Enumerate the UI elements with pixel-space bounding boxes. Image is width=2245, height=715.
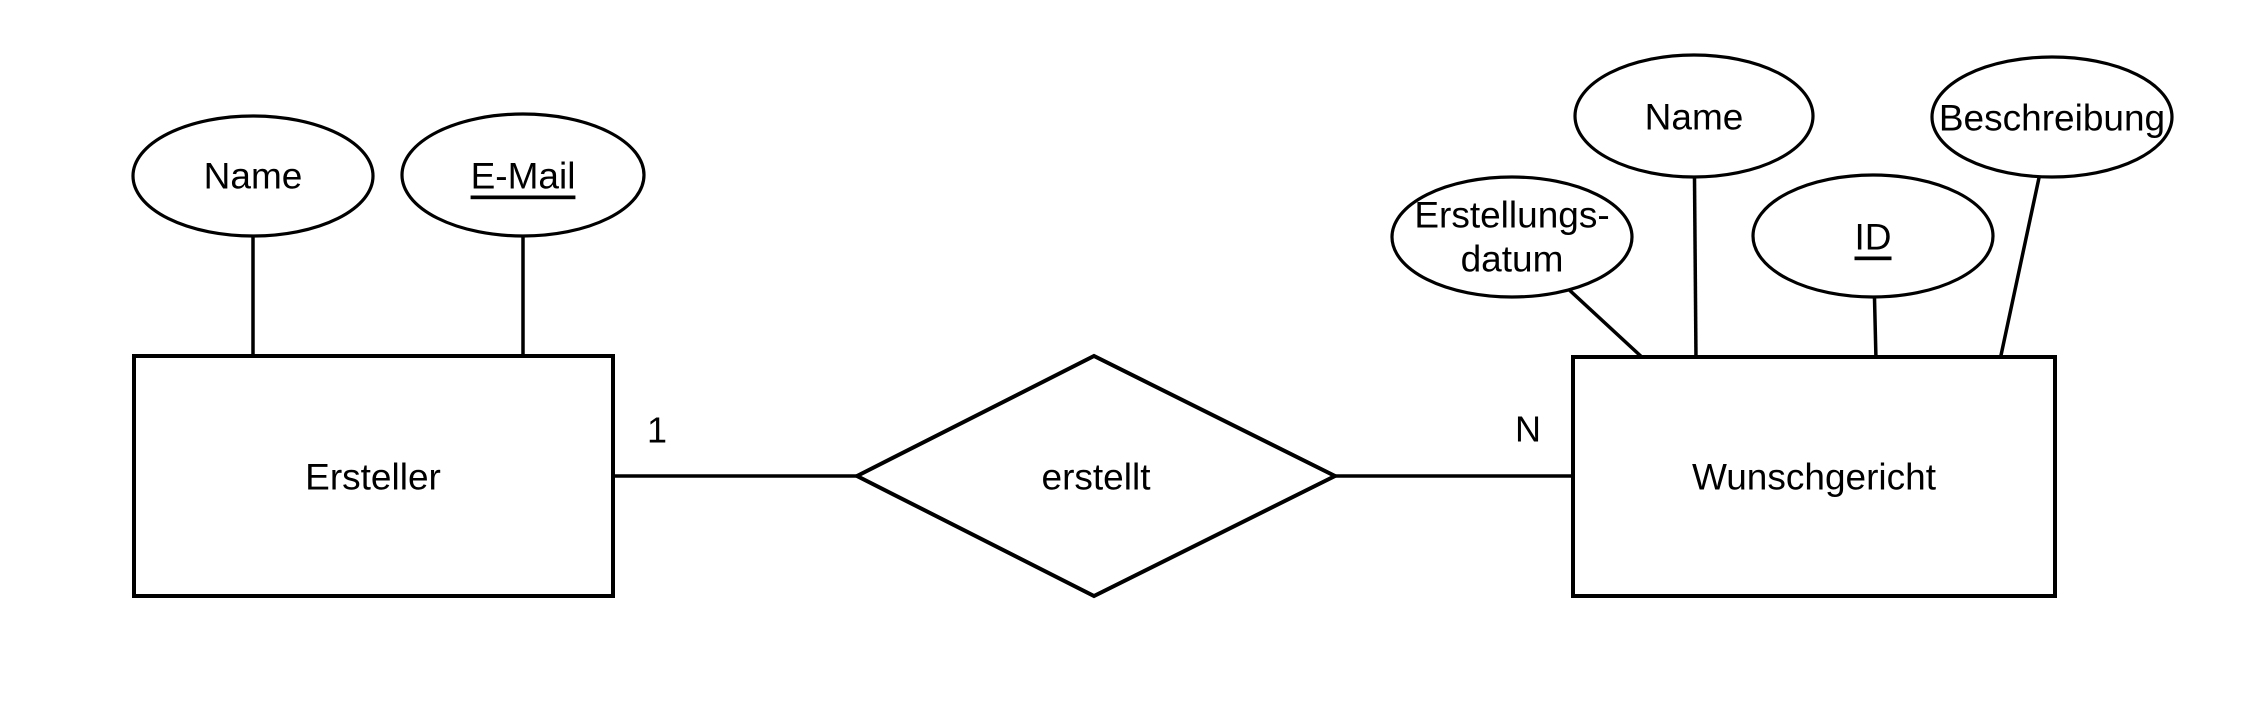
attribute-ersteller-email-ellipse bbox=[400, 112, 646, 238]
attribute-wunschgericht-erstellungsdatum-label-line2: datum bbox=[1461, 239, 1564, 280]
entity-wunschgericht-box bbox=[1571, 355, 2057, 598]
attribute-wunschgericht-erstellungsdatum-label-line1: Erstellungs- bbox=[1414, 195, 1609, 236]
attribute-wunschgericht-id-label: ID bbox=[1855, 217, 1892, 258]
attribute-ersteller-email-label: E-Mail bbox=[471, 156, 576, 197]
attribute-wunschgericht-name-label: Name bbox=[1645, 97, 1744, 138]
attribute-ersteller-name-ellipse bbox=[131, 114, 375, 238]
attribute-wunschgericht-beschreibung-label: Beschreibung bbox=[1939, 98, 2165, 139]
attribute-wunschgericht-beschreibung-ellipse bbox=[1930, 55, 2174, 179]
attribute-wunschgericht-id-ellipse bbox=[1751, 173, 1995, 299]
cardinality-left-label: 1 bbox=[647, 410, 667, 451]
entity-ersteller-box bbox=[132, 354, 615, 598]
entity-wunschgericht-label: Wunschgericht bbox=[1692, 457, 1937, 498]
relationship-erstellt-diamond bbox=[852, 353, 1340, 599]
cardinality-right-label: N bbox=[1515, 409, 1541, 450]
attribute-wunschgericht-erstellungsdatum-ellipse bbox=[1390, 175, 1634, 299]
relationship-erstellt-label: erstellt bbox=[1042, 457, 1152, 498]
attribute-ersteller-name-label: Name bbox=[204, 156, 303, 197]
entity-ersteller-label: Ersteller bbox=[305, 457, 441, 498]
attribute-wunschgericht-name-ellipse bbox=[1573, 53, 1815, 179]
